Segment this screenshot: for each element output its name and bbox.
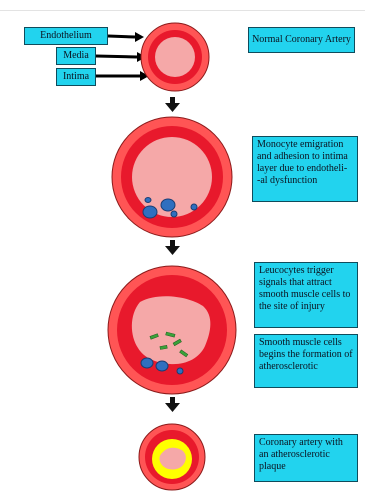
artery-monocyte-adhesion xyxy=(112,117,232,237)
artery-smooth-muscle-migration xyxy=(108,266,236,394)
artery-atherosclerotic-plaque xyxy=(139,424,205,490)
artery-normal xyxy=(141,23,209,91)
